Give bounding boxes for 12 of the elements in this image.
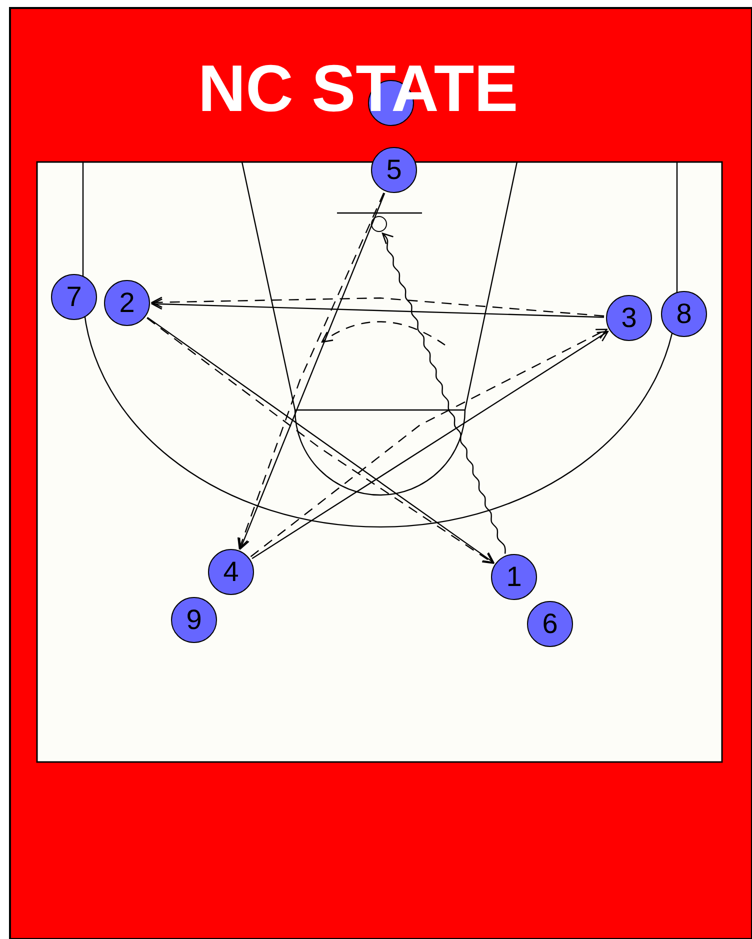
dribble-arrow (382, 232, 506, 554)
title-text: NC STATE (198, 50, 518, 126)
rim-circle (371, 216, 387, 232)
player-number: 4 (223, 558, 239, 586)
player-number: 6 (542, 610, 558, 638)
player-number: 7 (66, 283, 82, 311)
player-number: 2 (119, 289, 135, 317)
player-number: 1 (506, 563, 522, 591)
player-number: 9 (186, 606, 202, 634)
player-number: 5 (386, 156, 402, 184)
player-number: 8 (676, 300, 692, 328)
player-number: 3 (621, 304, 637, 332)
